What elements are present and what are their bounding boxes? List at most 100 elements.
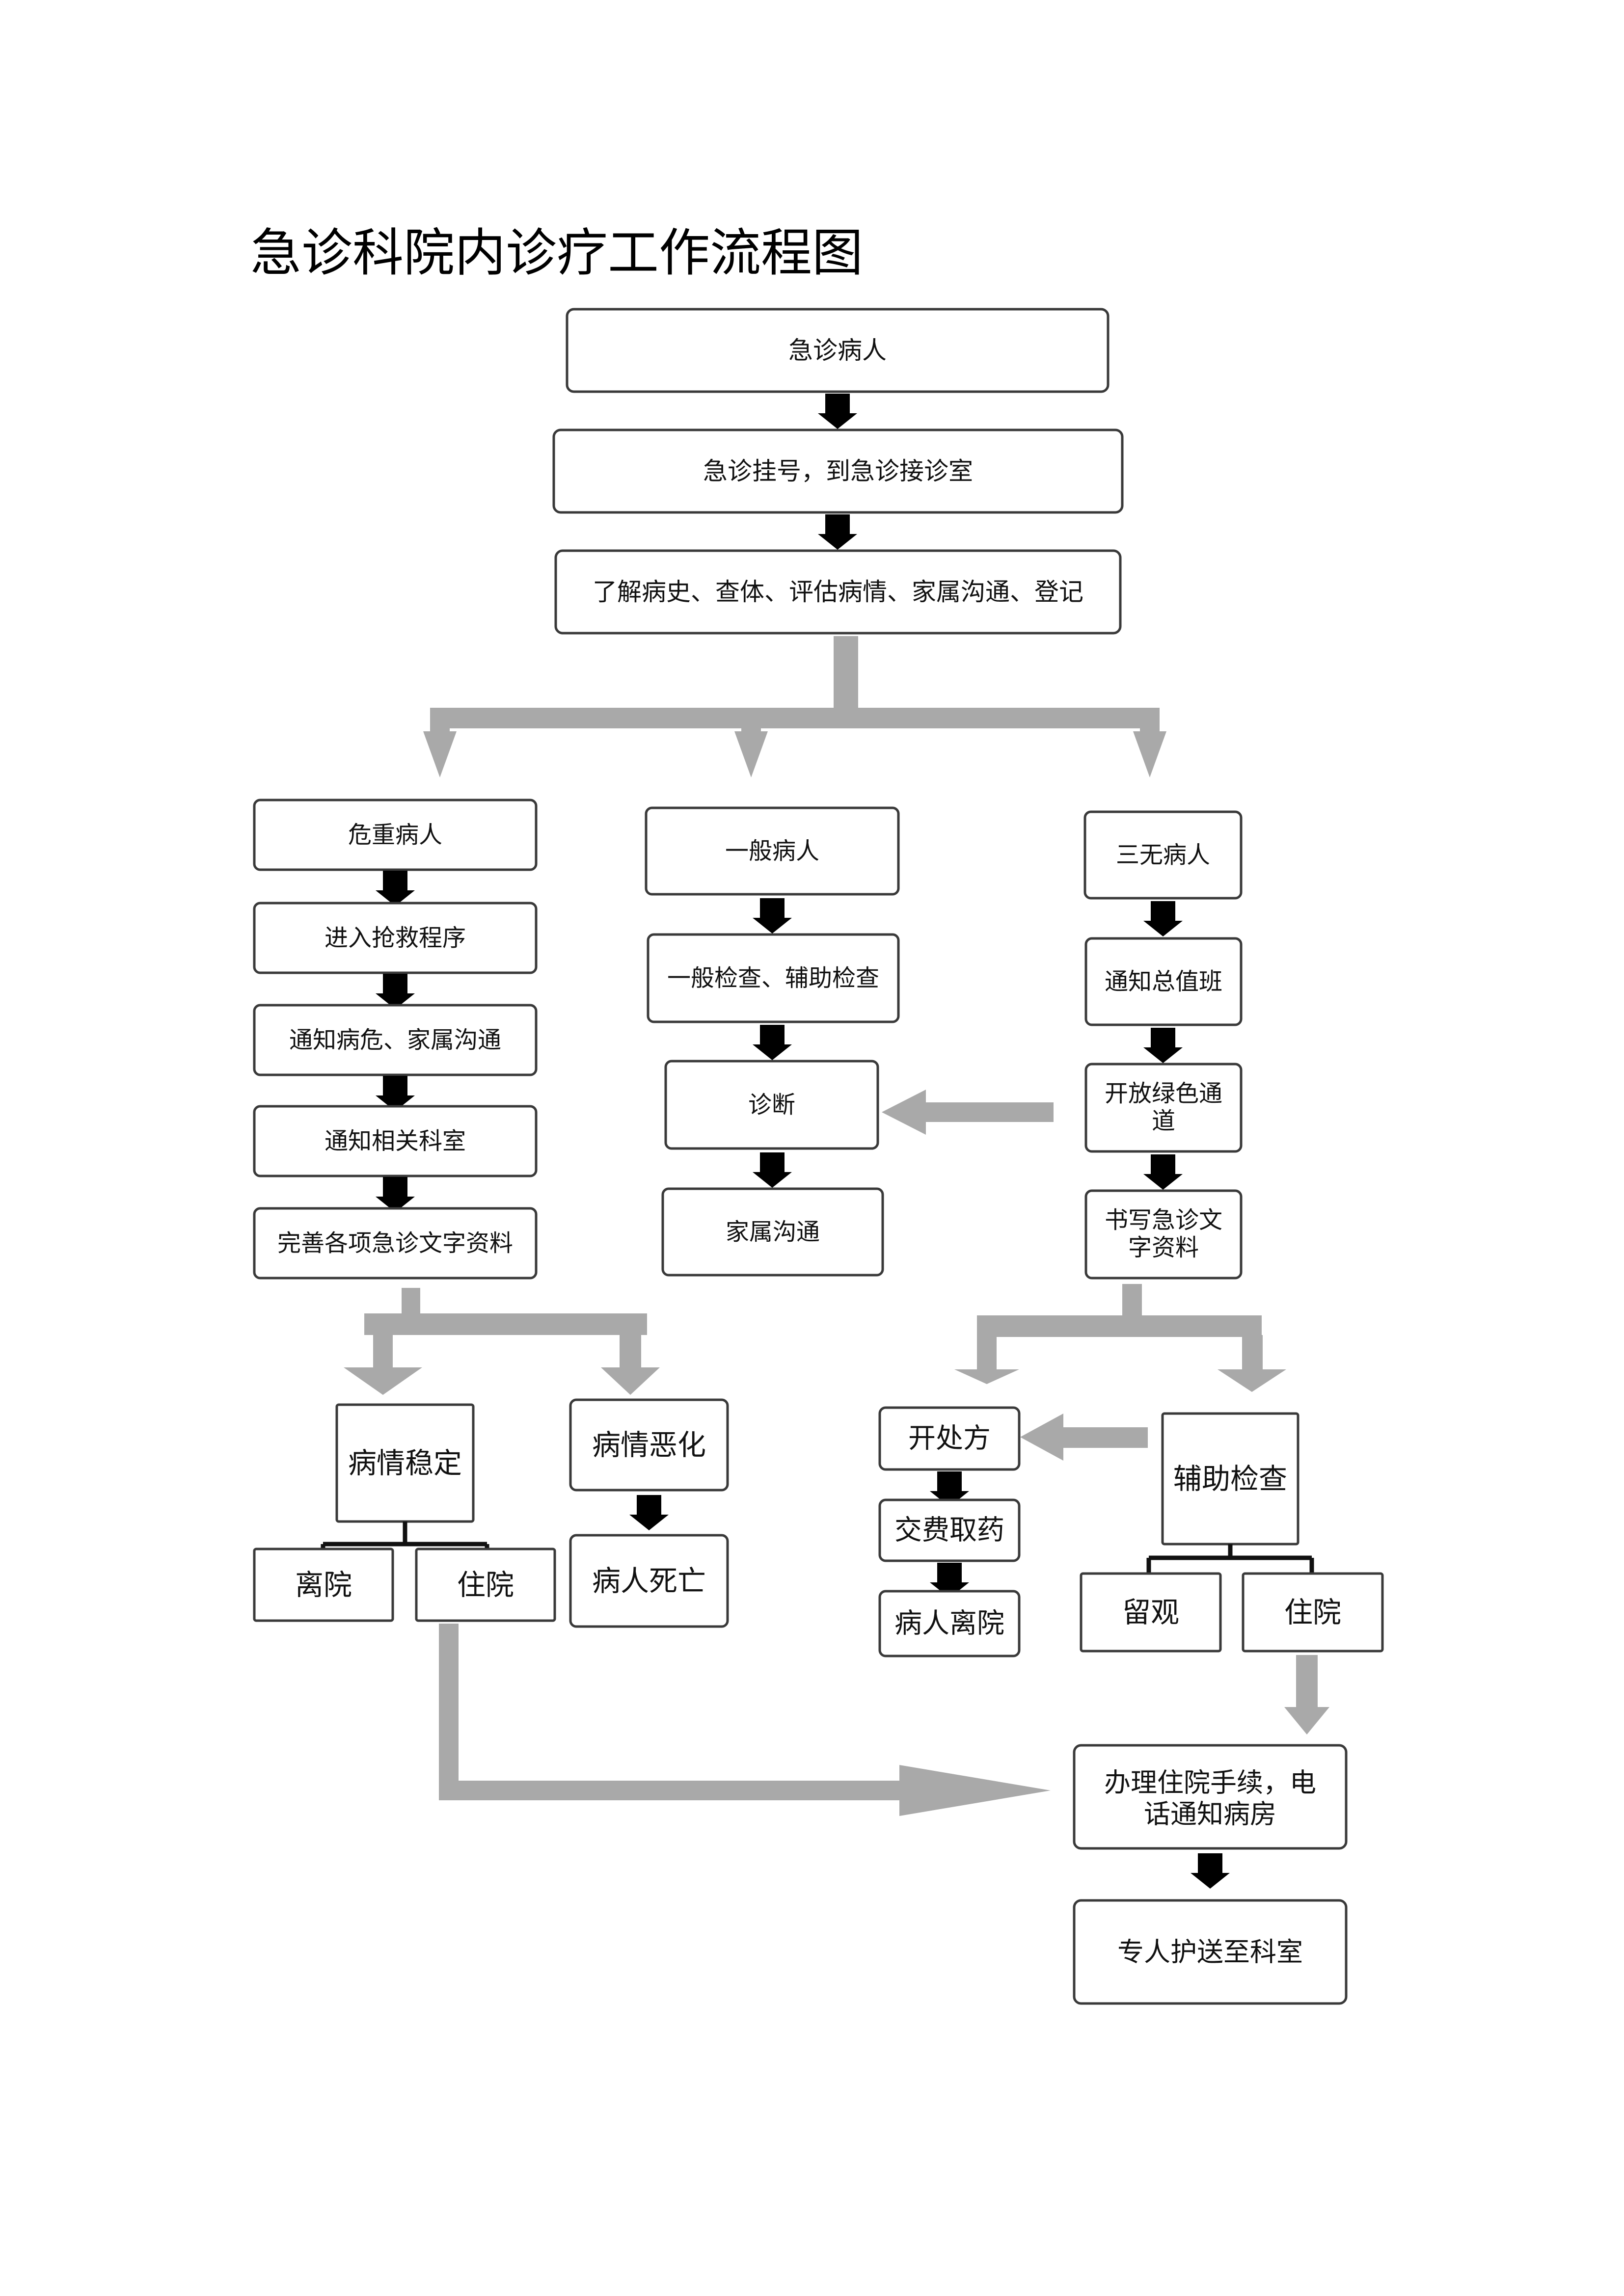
arrow-right-connector	[439, 1781, 909, 1800]
split-connector	[1242, 1335, 1263, 1369]
node-observe: 留观	[1080, 1572, 1222, 1653]
arrow-down-icon	[1133, 731, 1166, 777]
svg-text:字资料: 字资料	[1128, 1234, 1199, 1261]
arrow-down-icon	[376, 1177, 415, 1212]
node-registration: 急诊挂号，到急诊接诊室	[552, 428, 1124, 514]
split-connector	[741, 708, 761, 732]
svg-text:一般检查、辅助检查: 一般检查、辅助检查	[667, 964, 879, 992]
page-title: 急诊科院内诊疗工作流程图	[250, 223, 864, 283]
arrow-down-icon	[753, 1152, 792, 1188]
svg-text:话通知病房: 话通知病房	[1144, 1799, 1276, 1830]
svg-text:留观: 留观	[1122, 1596, 1179, 1629]
arrow-down-icon	[1191, 1853, 1230, 1889]
arrow-down-connector	[1296, 1655, 1318, 1709]
svg-text:住院: 住院	[1284, 1596, 1341, 1629]
split-connector	[977, 1335, 997, 1369]
arrow-down-icon	[734, 731, 768, 777]
arrow-left-connector	[923, 1102, 1054, 1122]
arrow-down-icon	[1284, 1707, 1329, 1735]
svg-text:书写急诊文: 书写急诊文	[1105, 1206, 1222, 1234]
node-patient-leave: 病人离院	[878, 1590, 1021, 1657]
bracket-connector	[321, 1522, 489, 1550]
svg-text:通知相关科室: 通知相关科室	[325, 1127, 466, 1155]
svg-text:病人离院: 病人离院	[894, 1608, 1004, 1640]
svg-text:急诊病人: 急诊病人	[788, 336, 887, 365]
node-rescue: 进入抢救程序	[253, 902, 538, 974]
svg-text:办理住院手续，电: 办理住院手续，电	[1104, 1767, 1316, 1798]
node-stable: 病情稳定	[335, 1403, 475, 1523]
arrow-down-icon	[629, 1495, 669, 1530]
svg-text:急诊挂号，到急诊接诊室: 急诊挂号，到急诊接诊室	[703, 457, 973, 485]
split-connector	[373, 1333, 393, 1367]
svg-text:交费取药: 交费取药	[894, 1515, 1004, 1547]
svg-text:病情恶化: 病情恶化	[592, 1428, 706, 1462]
split-connector	[834, 636, 858, 708]
node-death: 病人死亡	[569, 1534, 729, 1628]
node-pay-medicine: 交费取药	[878, 1498, 1021, 1562]
node-three-none: 三无病人	[1083, 810, 1243, 900]
node-prescribe: 开处方	[878, 1406, 1021, 1471]
arrow-right-connector	[439, 1624, 459, 1799]
split-connector	[430, 708, 1159, 728]
arrow-down-icon	[753, 1025, 792, 1060]
svg-text:诊断: 诊断	[748, 1091, 795, 1119]
arrow-left-icon	[1020, 1414, 1063, 1461]
svg-text:辅助检查: 辅助检查	[1173, 1462, 1287, 1495]
arrow-left-icon	[882, 1090, 926, 1135]
node-worsen: 病情恶化	[569, 1398, 729, 1492]
node-escort: 专人护送至科室	[1073, 1899, 1348, 2005]
arrow-down-icon	[376, 974, 415, 1009]
arrow-left-connector	[1060, 1427, 1148, 1448]
svg-text:病人死亡: 病人死亡	[592, 1564, 706, 1598]
svg-text:专人护送至科室: 专人护送至科室	[1117, 1937, 1303, 1968]
split-connector	[364, 1313, 647, 1335]
svg-text:一般病人: 一般病人	[725, 837, 819, 865]
arrow-down-icon	[1143, 1028, 1183, 1063]
arrow-down-icon	[818, 394, 857, 429]
svg-text:通知总值班: 通知总值班	[1105, 968, 1222, 995]
svg-text:完善各项急诊文字资料: 完善各项急诊文字资料	[277, 1229, 513, 1257]
node-discharge-left: 离院	[253, 1548, 394, 1622]
svg-text:家属沟通: 家属沟通	[726, 1218, 820, 1246]
node-notify-dept: 通知相关科室	[253, 1105, 538, 1177]
node-admit-right: 住院	[1242, 1572, 1384, 1653]
node-critical: 危重病人	[253, 799, 538, 871]
arrow-down-icon	[423, 731, 457, 777]
svg-text:病情稳定: 病情稳定	[348, 1446, 462, 1480]
node-assessment: 了解病史、查体、评估病情、家属沟通、登记	[554, 549, 1122, 635]
split-connector	[977, 1315, 1262, 1337]
bracket-connector	[1146, 1544, 1314, 1574]
svg-text:了解病史、查体、评估病情、家属沟通、登记: 了解病史、查体、评估病情、家属沟通、登记	[593, 578, 1083, 606]
node-patient: 急诊病人	[566, 308, 1110, 393]
arrow-right-icon	[899, 1765, 1051, 1816]
arrow-down-icon	[1143, 901, 1183, 936]
node-family-comm: 家属沟通	[661, 1187, 884, 1277]
arrow-down-icon	[818, 514, 857, 550]
svg-text:三无病人: 三无病人	[1116, 841, 1210, 869]
node-notify-critical: 通知病危、家属沟通	[253, 1004, 538, 1076]
node-admission: 办理住院手续，电 话通知病房	[1073, 1744, 1348, 1850]
arrow-down-icon	[1218, 1369, 1286, 1392]
svg-text:离院: 离院	[295, 1568, 352, 1602]
arrow-down-icon	[601, 1367, 660, 1395]
arrow-down-icon	[753, 898, 792, 934]
node-admit-left: 住院	[415, 1548, 556, 1622]
split-connector	[430, 708, 450, 732]
svg-text:通知病危、家属沟通: 通知病危、家属沟通	[289, 1026, 501, 1054]
svg-text:开放绿色通: 开放绿色通	[1105, 1080, 1222, 1107]
node-green-channel: 开放绿色通 道	[1084, 1063, 1243, 1153]
node-general: 一般病人	[645, 806, 900, 896]
svg-text:危重病人: 危重病人	[348, 821, 442, 849]
node-general-exam: 一般检查、辅助检查	[647, 933, 900, 1023]
node-diagnosis: 诊断	[664, 1060, 879, 1150]
arrow-down-icon	[954, 1369, 1019, 1384]
arrow-down-icon	[1143, 1154, 1183, 1190]
node-notify-duty: 通知总值班	[1084, 937, 1243, 1026]
split-connector	[1140, 708, 1160, 732]
svg-text:开处方: 开处方	[908, 1423, 991, 1455]
node-aux-exam: 辅助检查	[1161, 1412, 1299, 1546]
arrow-down-icon	[376, 871, 415, 906]
split-connector	[1122, 1284, 1142, 1318]
arrow-down-icon	[344, 1367, 422, 1395]
node-complete-docs: 完善各项急诊文字资料	[253, 1207, 538, 1280]
